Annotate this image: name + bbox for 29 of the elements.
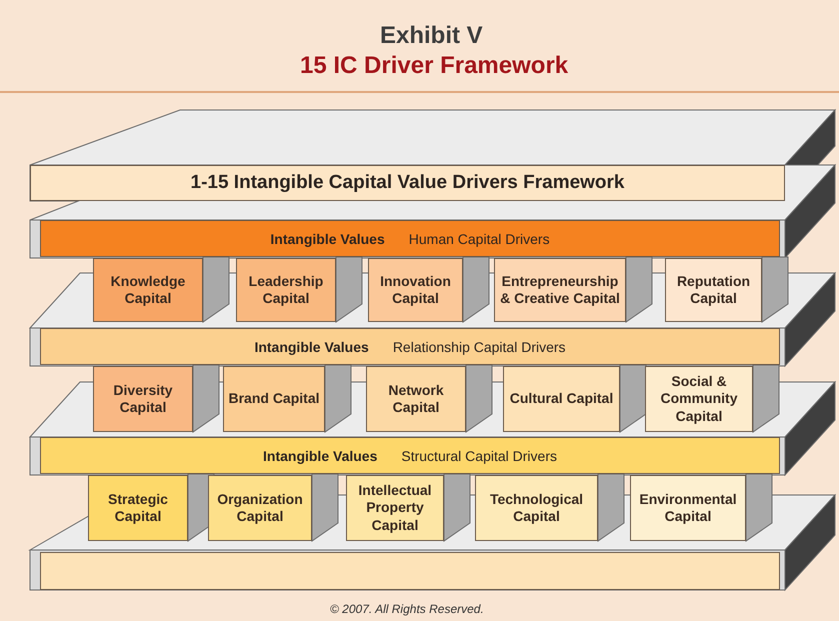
band-heading: Intangible Values	[254, 338, 369, 354]
capital-box: Environmental Capital	[630, 475, 746, 541]
capital-box: Innovation Capital	[368, 258, 463, 322]
capital-box: Strategic Capital	[88, 475, 188, 541]
capital-box: Leadership Capital	[236, 258, 336, 322]
capital-box: Technological Capital	[475, 475, 598, 541]
capital-box: Reputation Capital	[665, 258, 762, 322]
layer-band	[40, 437, 780, 474]
exhibit-heading: Exhibit V	[380, 22, 483, 51]
layer-band	[40, 328, 780, 365]
capital-box: Brand Capital	[223, 366, 325, 432]
capital-box: Intellectual Property Capital	[346, 475, 444, 541]
band-subtitle: Human Capital Drivers	[408, 230, 550, 246]
capital-box: Social & Community Capital	[645, 366, 753, 432]
band-subtitle: Structural Capital Drivers	[401, 448, 557, 464]
capital-box: Entrepreneurship & Creative Capital	[494, 258, 626, 322]
base-slab	[40, 552, 780, 590]
title-bar: 1-15 Intangible Capital Value Drivers Framework	[30, 165, 785, 201]
band-subtitle: Relationship Capital Drivers	[392, 338, 566, 354]
capital-box: Knowledge Capital	[93, 258, 203, 322]
diagram-title: 15 IC Driver Framework	[300, 52, 568, 81]
capital-box: Organization Capital	[208, 475, 312, 541]
capital-box: Network Capital	[366, 366, 466, 432]
copyright-note: © 2007. All Rights Reserved.	[330, 602, 484, 618]
capital-box: Cultural Capital	[503, 366, 620, 432]
capital-box: Diversity Capital	[93, 366, 193, 432]
band-heading: Intangible Values	[263, 448, 378, 464]
layer-band	[40, 220, 780, 257]
band-heading: Intangible Values	[270, 230, 385, 246]
